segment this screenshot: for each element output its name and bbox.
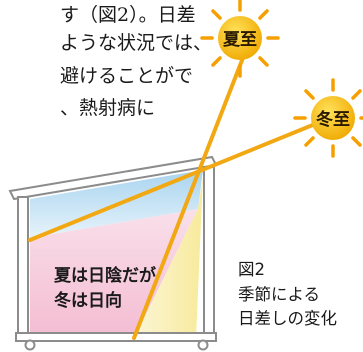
winter-sun-beam <box>28 118 327 242</box>
caption-line-1: 図2 <box>238 260 265 279</box>
winter-sun-zone <box>134 176 203 338</box>
caption-line-2: 季節による <box>238 284 321 304</box>
caption-line-3: 日差しの変化 <box>238 309 337 328</box>
winter-sun-label: 冬至 <box>316 109 350 130</box>
article-line-1: す（図2）。日差 <box>60 4 196 26</box>
floor-rail <box>15 332 217 342</box>
left-post <box>17 196 29 342</box>
article-line-2: ような状況では、 <box>60 32 213 54</box>
window-interior <box>30 170 203 338</box>
summer-sun-label: 夏至 <box>223 30 257 50</box>
summer-sun-icon: 夏至 <box>200 0 280 78</box>
figure-caption: 図2 季節による 日差しの変化 <box>238 258 337 332</box>
winter-sun-icon: 冬至 <box>293 78 363 158</box>
window-frame <box>8 155 218 351</box>
summer-shade-zone <box>30 209 198 338</box>
article-line-3: 避けることがで <box>60 65 194 87</box>
interior-line-2: 冬は日向 <box>54 290 122 311</box>
right-caster <box>197 339 209 351</box>
right-post <box>203 166 215 342</box>
article-line-4: 、熱射病に <box>60 97 156 119</box>
left-caster <box>24 339 36 351</box>
interior-line-1: 夏は日陰だが <box>54 265 156 286</box>
summer-sun-beam <box>132 48 248 340</box>
